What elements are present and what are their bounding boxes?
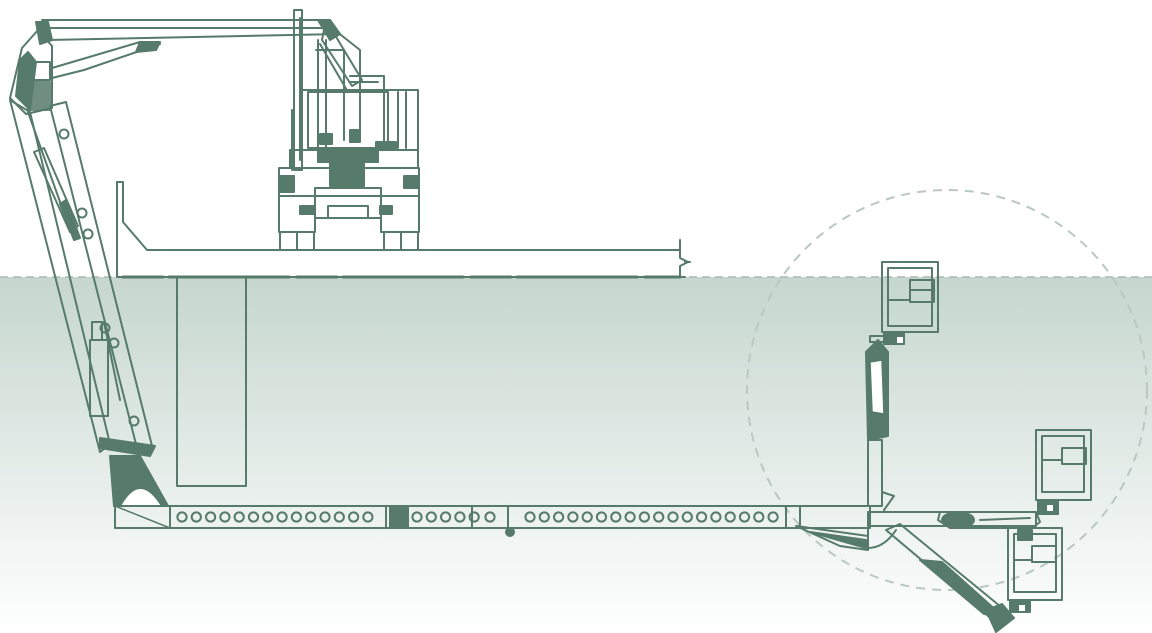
platform-ring bbox=[276, 511, 288, 523]
platform-ring bbox=[696, 511, 708, 523]
under-deck-platform bbox=[114, 505, 871, 537]
platform-rings bbox=[176, 511, 779, 523]
upper-boom-arm bbox=[35, 19, 363, 93]
platform-ring bbox=[710, 511, 722, 523]
platform-ring bbox=[233, 511, 245, 523]
platform-ring bbox=[348, 511, 360, 523]
platform-ring bbox=[738, 511, 751, 523]
platform-ring bbox=[190, 511, 202, 523]
vertical-mast-right bbox=[865, 335, 895, 511]
platform-ring bbox=[595, 511, 608, 523]
platform-ring bbox=[247, 511, 260, 523]
platform-ring bbox=[305, 511, 317, 523]
platform-ring bbox=[290, 511, 302, 523]
platform-ring bbox=[567, 511, 579, 523]
platform-ring bbox=[724, 511, 736, 523]
platform-ring bbox=[425, 511, 437, 523]
platform-ring bbox=[653, 511, 665, 523]
platform-ring bbox=[219, 511, 231, 523]
basket-middle bbox=[1035, 429, 1092, 515]
boom-reach-circle bbox=[746, 189, 1148, 591]
platform-ring bbox=[176, 511, 188, 523]
vertical-boom-arm bbox=[9, 99, 169, 507]
platform-ring bbox=[581, 511, 593, 523]
basket-bottom bbox=[1007, 527, 1063, 613]
platform-ring bbox=[411, 511, 423, 523]
platform-ring bbox=[638, 511, 651, 523]
bridge-pier bbox=[176, 276, 247, 487]
platform-ring bbox=[468, 511, 480, 523]
platform-ring bbox=[610, 511, 622, 523]
platform-ring bbox=[454, 511, 466, 523]
platform-ring bbox=[753, 511, 765, 523]
inspection-truck bbox=[278, 9, 420, 251]
platform-ring bbox=[667, 511, 679, 523]
platform-ring bbox=[319, 511, 331, 523]
platform-end-hinge bbox=[795, 525, 897, 551]
platform-ring bbox=[362, 511, 374, 523]
platform-ring bbox=[553, 511, 565, 523]
platform-ring bbox=[624, 511, 636, 523]
platform-ring bbox=[538, 511, 550, 523]
platform-ring bbox=[484, 511, 496, 523]
folding-boom-joint bbox=[9, 29, 53, 115]
platform-ring bbox=[333, 511, 345, 523]
water-zone bbox=[0, 277, 1152, 633]
platform-ring bbox=[262, 511, 274, 523]
basket-top bbox=[881, 261, 939, 345]
platform-ring bbox=[440, 511, 452, 523]
platform-ring bbox=[524, 511, 536, 523]
platform-ring bbox=[767, 511, 779, 523]
diagonal-boom-right bbox=[885, 523, 1015, 633]
platform-ring bbox=[681, 511, 693, 523]
platform-ring bbox=[205, 511, 217, 523]
